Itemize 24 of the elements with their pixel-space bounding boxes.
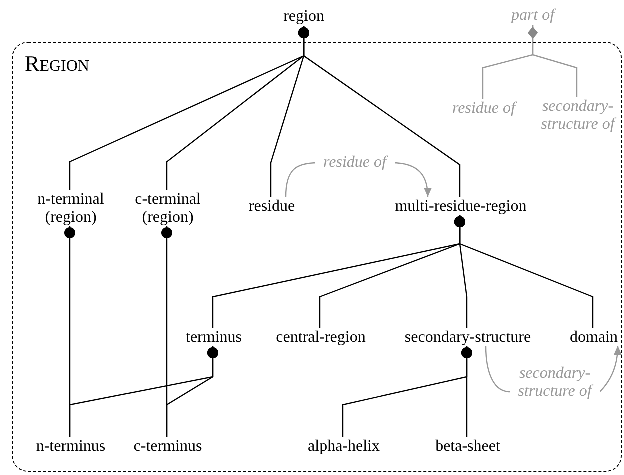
term-label: n-terminus <box>31 438 111 456</box>
relation-label: residue of <box>444 100 524 118</box>
term-label: alpha-helix <box>304 438 384 456</box>
term-label: beta-sheet <box>428 438 508 456</box>
relation-label: part of <box>503 7 563 25</box>
term-label: multi-residue-region <box>381 198 541 216</box>
relation-label: secondary-structure of <box>536 98 620 134</box>
term-label: secondary-structure <box>393 329 543 347</box>
region-title: REGION <box>25 51 90 78</box>
tree-connector <box>528 25 578 97</box>
term-label: region <box>274 8 334 26</box>
term-label: c-terminus <box>128 438 208 456</box>
term-label: c-terminal (region) <box>126 191 210 227</box>
tree-connector <box>454 215 594 328</box>
edge-label: secondary-structure of <box>510 365 600 401</box>
term-label: terminus <box>179 329 249 347</box>
term-label: central-region <box>269 329 373 347</box>
tree-connector <box>298 26 461 197</box>
edge-label: residue of <box>315 154 395 172</box>
tree-connector <box>166 346 218 437</box>
term-label: n-terminal (region) <box>29 191 113 227</box>
term-label: domain <box>568 329 620 347</box>
tree-connector <box>462 346 472 437</box>
term-label: residue <box>242 198 302 216</box>
